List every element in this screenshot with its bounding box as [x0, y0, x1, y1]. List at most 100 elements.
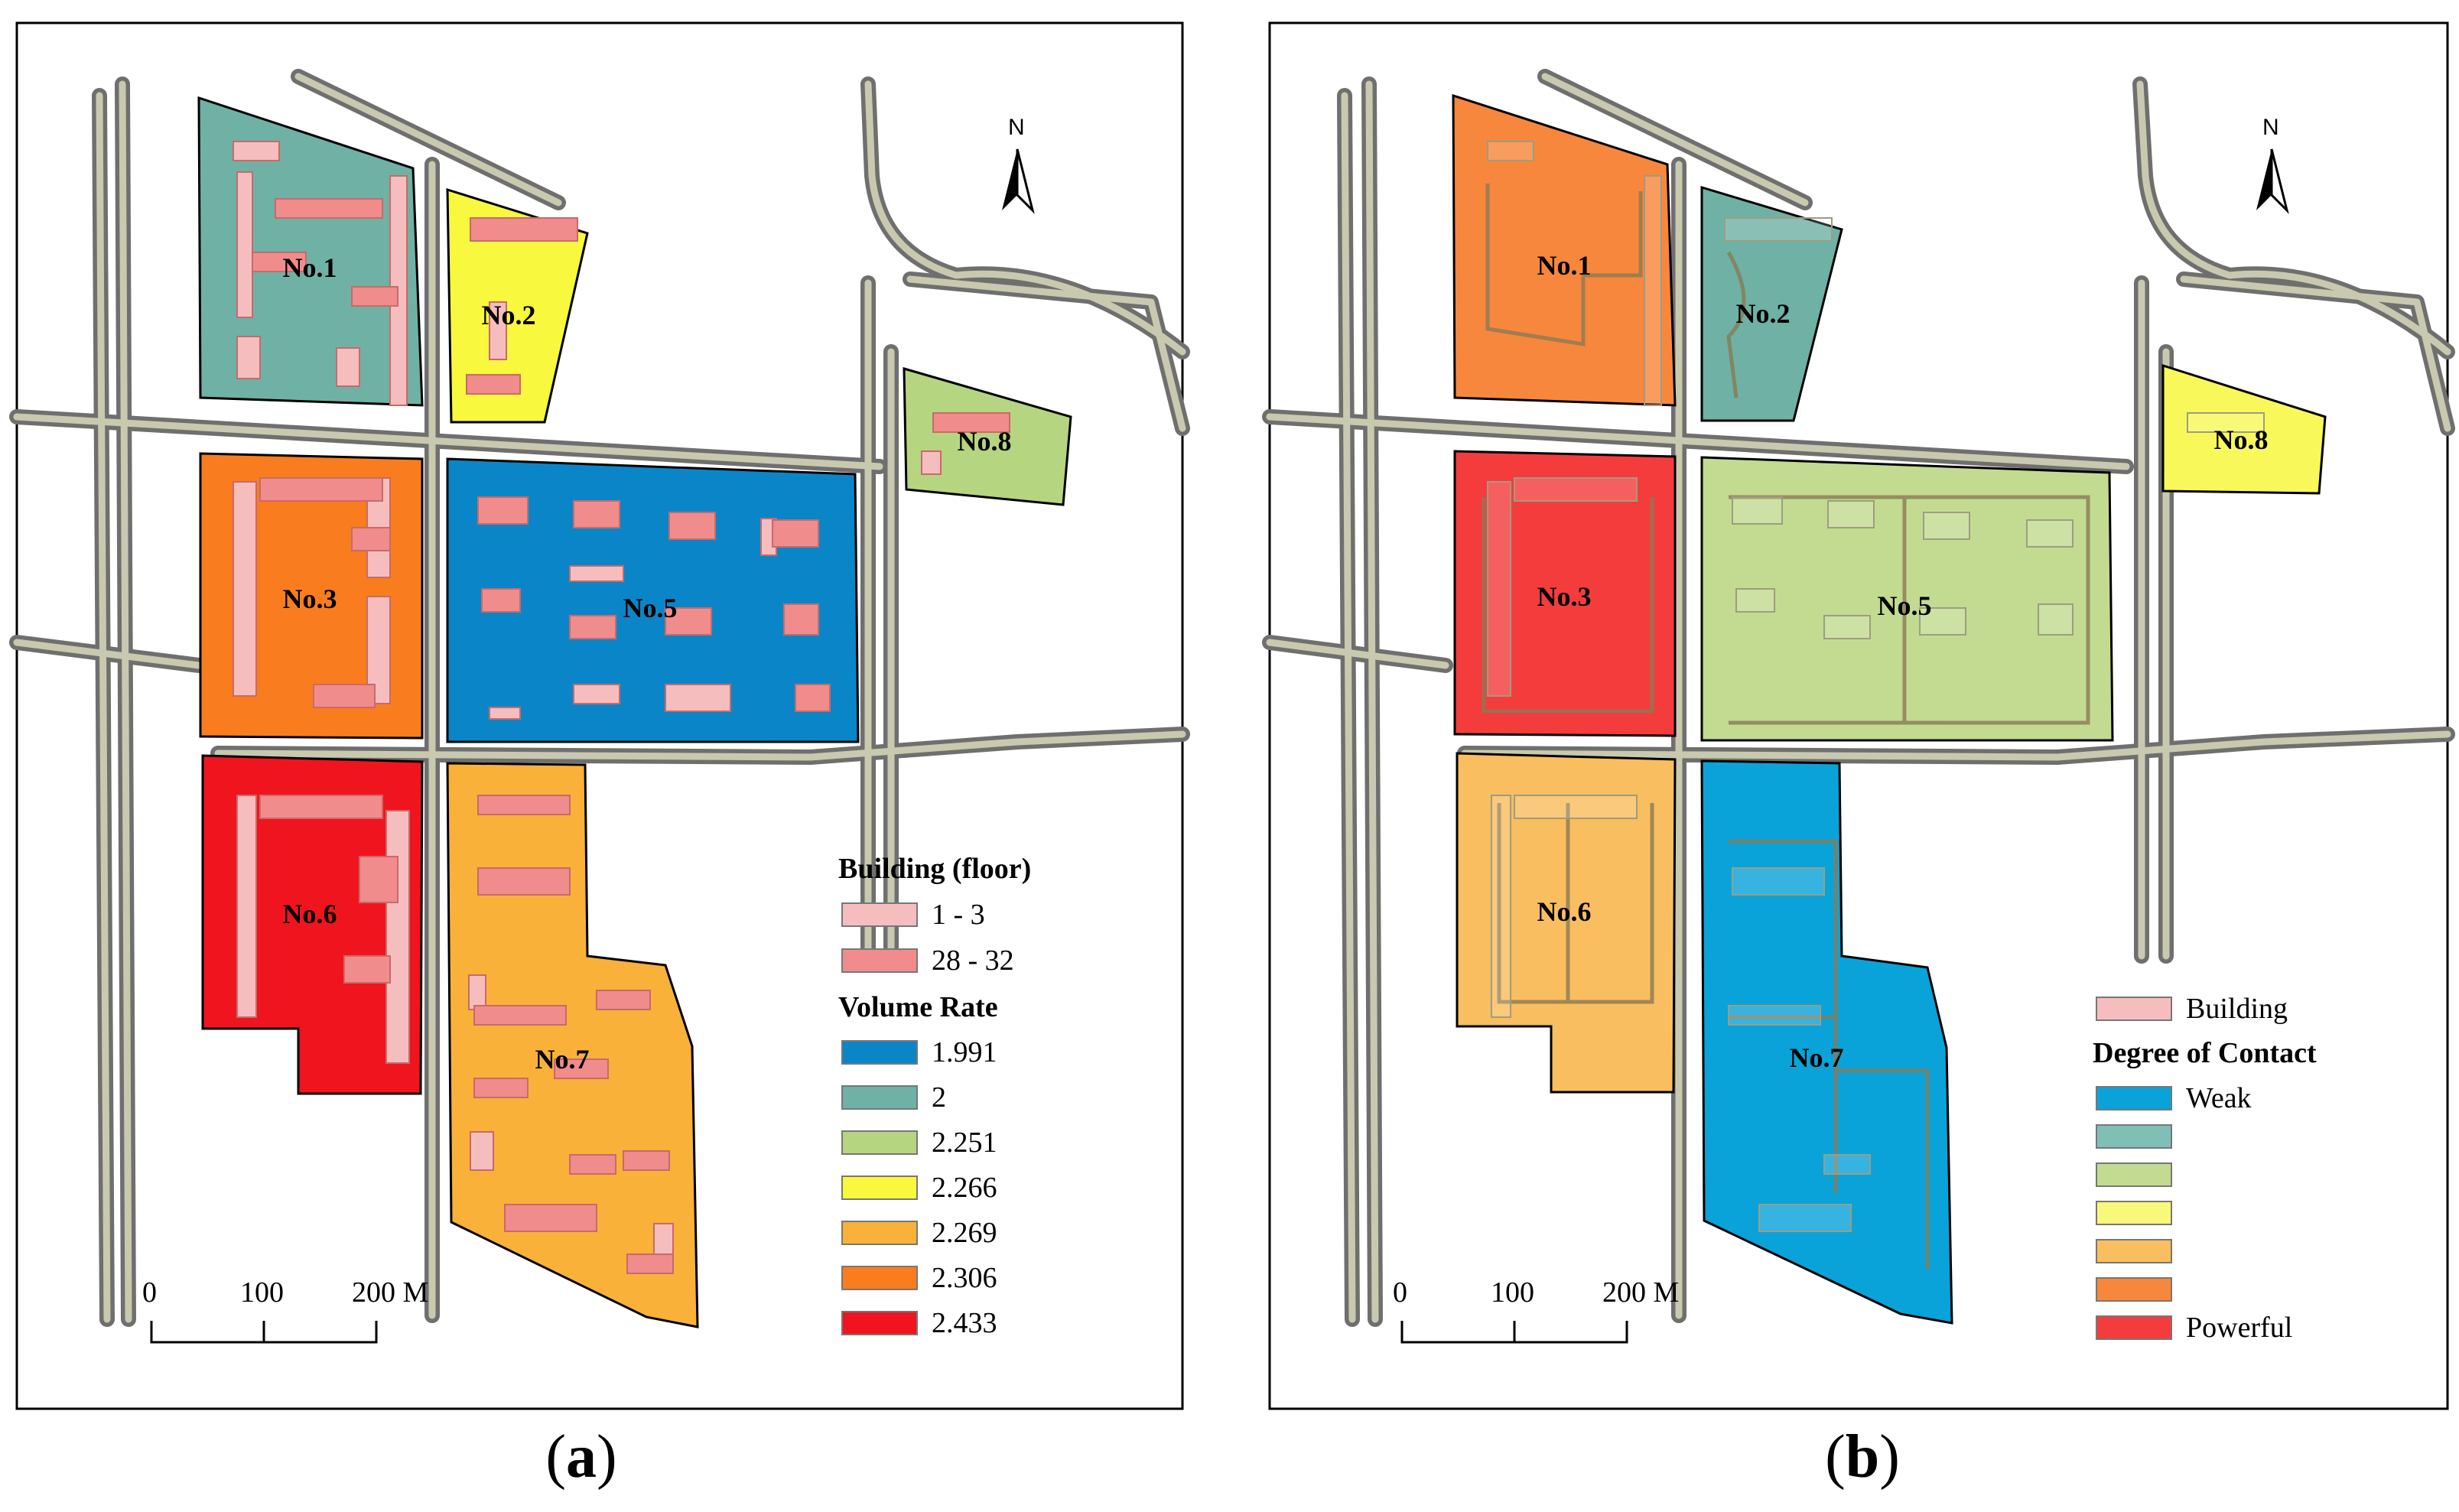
block-polygon-no1: [1452, 93, 1677, 407]
legend-item-contact-3: [2096, 1159, 2186, 1191]
district-blocks: [1452, 93, 2327, 1325]
legend-swatch: [841, 902, 918, 927]
legend-swatch: [841, 948, 918, 973]
block-label-no6: No.6: [282, 899, 337, 929]
legend-item-contact-5: [2096, 1235, 2186, 1267]
legend-item-building-high: 28 - 32: [841, 945, 1014, 977]
buildings: [1487, 141, 2265, 1232]
panel-a: N No.1 No.2 No.3 No.5 No.6 No.7 No.8 0 1…: [0, 0, 1224, 1512]
legend-swatch: [2096, 1086, 2172, 1110]
panel-b-map: [1262, 21, 2455, 1410]
block-label-no2: No.2: [1735, 298, 1791, 329]
block-label-no6: No.6: [1537, 896, 1592, 927]
block-label-no1: No.1: [282, 252, 337, 283]
legend-item-building-low: 1 - 3: [841, 899, 985, 931]
legend-swatch: [2096, 1239, 2172, 1263]
block-polygon-no8: [903, 366, 1072, 506]
caption-letter: a: [566, 1423, 597, 1491]
scale-label-200: 200 M: [352, 1276, 429, 1309]
block-label-no3: No.3: [282, 584, 337, 614]
legend-item-contact-1: Weak: [2096, 1082, 2252, 1114]
caption-close: ): [597, 1423, 617, 1491]
scale-label-0: 0: [1393, 1276, 1407, 1309]
legend-swatch: [2096, 1201, 2172, 1225]
caption-letter: b: [1845, 1423, 1880, 1491]
legend-contact-title: Degree of Contact: [2093, 1037, 2317, 1069]
north-arrow-icon: [2256, 148, 2289, 214]
legend-item-volume-6: 2.306: [841, 1262, 997, 1294]
legend-label: Powerful: [2186, 1312, 2293, 1344]
block-polygon-no1: [197, 96, 424, 407]
caption-a: (a): [428, 1423, 734, 1492]
scale-label-100: 100: [240, 1276, 284, 1309]
legend-label: Weak: [2186, 1082, 2252, 1114]
road-network: [9, 69, 1190, 1327]
block-label-no8: No.8: [957, 426, 1012, 457]
legend-swatch: [841, 1175, 918, 1200]
legend-item-volume-5: 2.269: [841, 1217, 997, 1249]
legend-label: 28 - 32: [932, 945, 1014, 977]
north-arrow-icon: [1002, 148, 1035, 214]
legend-item-building: Building: [2096, 993, 2288, 1025]
legend-swatch: [2096, 1277, 2172, 1302]
legend-label: 2.269: [932, 1217, 997, 1249]
caption-open: (: [1825, 1423, 1846, 1491]
legend-item-volume-1: 1.991: [841, 1036, 997, 1068]
legend-item-contact-2: [2096, 1120, 2186, 1153]
internal-paths: [1482, 184, 2090, 1270]
legend-swatch: [2096, 1315, 2172, 1340]
block-label-no5: No.5: [1877, 590, 1932, 621]
block-polygon-no7: [446, 762, 699, 1328]
block-label-no3: No.3: [1537, 581, 1592, 612]
block-label-no2: No.2: [481, 300, 536, 330]
legend-swatch: [841, 1085, 918, 1110]
block-polygon-no5: [1700, 456, 2114, 742]
legend-item-volume-7: 2.433: [841, 1307, 997, 1339]
caption-b: (b): [1709, 1423, 2015, 1492]
legend-building-title: Building (floor): [838, 853, 1032, 885]
legend-item-contact-4: [2096, 1197, 2186, 1229]
legend-item-contact-7: Powerful: [2096, 1312, 2292, 1344]
legend-swatch: [2096, 1124, 2172, 1149]
north-label: N: [2262, 115, 2279, 140]
block-label-no7: No.7: [535, 1044, 590, 1075]
legend-swatch: [841, 1221, 918, 1245]
block-label-no8: No.8: [2213, 424, 2269, 455]
legend-item-contact-6: [2096, 1273, 2186, 1306]
legend-item-volume-2: 2: [841, 1081, 946, 1114]
legend-swatch: [841, 1130, 918, 1155]
legend-item-volume-4: 2.266: [841, 1172, 997, 1204]
legend-label: 2.433: [932, 1307, 997, 1339]
legend-swatch: [841, 1040, 918, 1065]
scale-label-0: 0: [142, 1276, 157, 1309]
road-network: [1262, 69, 2455, 1327]
panel-a-map: [9, 21, 1190, 1410]
panel-b: N No.1 No.2 No.3 No.5 No.6 No.7 No.8 0 1…: [1254, 0, 2459, 1512]
legend-label: Building: [2186, 993, 2288, 1025]
scale-bar: [150, 1321, 378, 1344]
legend-swatch: [2096, 997, 2172, 1021]
legend-item-volume-3: 2.251: [841, 1127, 997, 1159]
legend-label: 2.306: [932, 1262, 997, 1294]
legend-label: 2.251: [932, 1127, 997, 1159]
block-polygon-no8: [2161, 363, 2327, 495]
block-label-no5: No.5: [623, 593, 678, 623]
caption-close: ): [1879, 1423, 1900, 1491]
legend-swatch: [2096, 1162, 2172, 1187]
scale-bar: [1400, 1321, 1628, 1344]
legend-label: 1.991: [932, 1036, 997, 1068]
legend-swatch: [841, 1311, 918, 1335]
block-label-no7: No.7: [1789, 1042, 1844, 1073]
legend-label: 1 - 3: [932, 899, 985, 931]
scale-label-200: 200 M: [1602, 1276, 1680, 1309]
block-polygon-no6: [201, 754, 424, 1095]
north-label: N: [1008, 115, 1025, 140]
legend-label: 2.266: [932, 1172, 997, 1204]
scale-label-100: 100: [1491, 1276, 1534, 1309]
buildings: [233, 141, 1010, 1274]
legend-volume-title: Volume Rate: [838, 991, 998, 1023]
block-label-no1: No.1: [1537, 250, 1592, 281]
block-polygon-no5: [446, 457, 860, 743]
legend-label: 2: [932, 1081, 946, 1114]
block-polygon-no7: [1700, 759, 1953, 1325]
